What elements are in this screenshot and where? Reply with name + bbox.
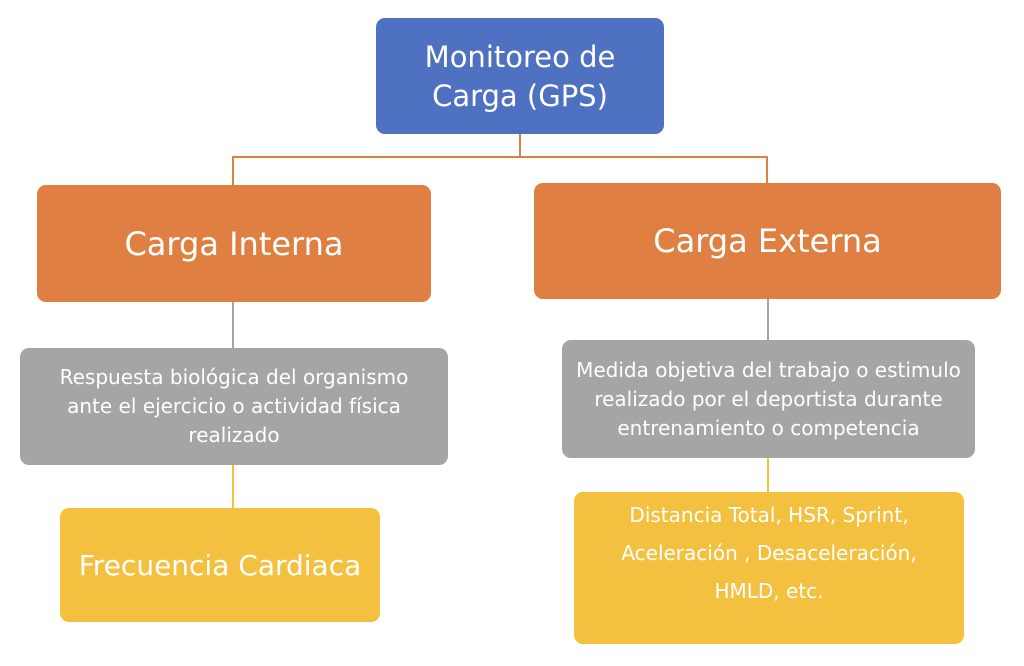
external-load-description-node: Medida objetiva del trabajo o estimulo r…	[562, 340, 975, 458]
external-load-metric-node: Distancia Total, HSR, Sprint, Aceleració…	[574, 492, 964, 644]
root-title-line2: Carga (GPS)	[432, 79, 608, 113]
external-load-metric-line3: HMLD, etc.	[714, 579, 824, 603]
internal-load-title: Carga Interna	[124, 224, 344, 263]
root-node: Monitoreo de Carga (GPS)	[376, 18, 664, 134]
root-title-line1: Monitoreo de	[424, 40, 616, 74]
internal-load-description: Respuesta biológica del organismo ante e…	[59, 365, 409, 447]
connector-root-to-level1	[232, 156, 768, 185]
external-load-metric-line1: Distancia Total, HSR, Sprint,	[629, 503, 909, 527]
external-load-title: Carga Externa	[653, 222, 882, 260]
internal-load-metric-node: Frecuencia Cardiaca	[60, 508, 380, 622]
external-load-node: Carga Externa	[534, 183, 1001, 299]
internal-load-node: Carga Interna	[37, 185, 431, 302]
internal-load-description-node: Respuesta biológica del organismo ante e…	[20, 348, 448, 465]
external-load-description: Medida objetiva del trabajo o estimulo r…	[576, 357, 961, 440]
external-load-metric-line2: Aceleración , Desaceleración,	[621, 541, 917, 565]
internal-load-metric: Frecuencia Cardiaca	[78, 548, 362, 582]
